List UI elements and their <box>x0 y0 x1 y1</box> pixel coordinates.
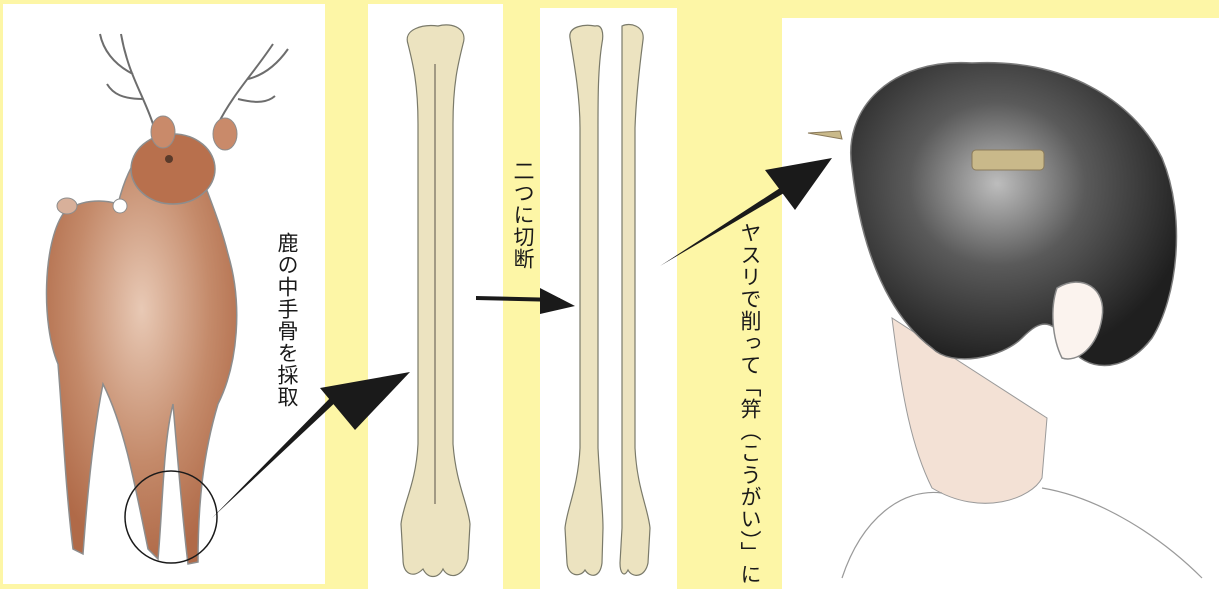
step2-label: 二つに切断 <box>508 160 538 270</box>
arrow-bone-to-split <box>476 288 575 314</box>
arrow-deer-to-bone <box>212 372 410 518</box>
step1-label: 鹿の中手骨を採取 <box>272 232 302 408</box>
step3-label: ヤスリで削って「笄（こうがい）」に <box>735 222 765 586</box>
